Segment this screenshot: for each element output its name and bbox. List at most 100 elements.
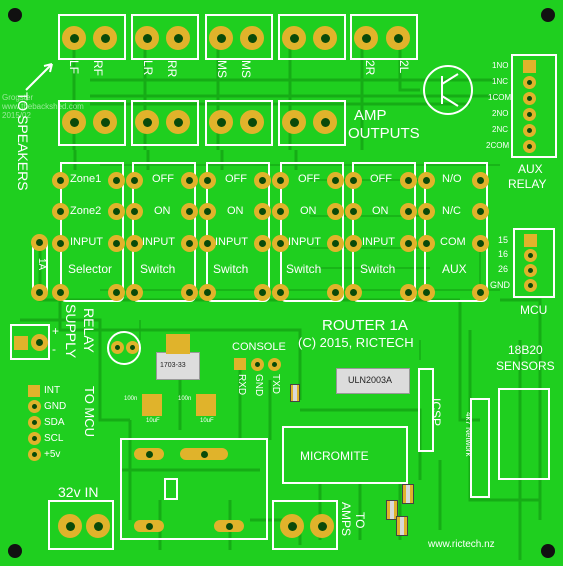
mcu-header-outline — [513, 228, 555, 298]
arrow-icon — [25, 63, 53, 91]
pad — [126, 284, 143, 301]
amp-outputs-label: OUTPUTS — [348, 125, 420, 142]
pad — [254, 172, 271, 189]
pad — [472, 235, 489, 252]
terminal-pad — [62, 26, 86, 50]
switch-label: Switch — [360, 262, 396, 276]
pin-pad — [234, 358, 246, 370]
resistor — [386, 500, 398, 520]
micromite-label: MICROMITE — [300, 449, 369, 463]
power-in-terminal — [48, 500, 114, 550]
pin-pad — [28, 448, 41, 461]
icsp-label: ICSP — [429, 398, 443, 427]
pad — [108, 235, 125, 252]
pad — [418, 172, 435, 189]
transistor-outline — [423, 65, 473, 115]
terminal-pad — [86, 514, 110, 538]
terminal-pad — [310, 514, 334, 538]
pad — [126, 341, 139, 354]
led-outline — [107, 331, 141, 365]
pad — [254, 284, 271, 301]
input-32v-label: 32v IN — [58, 484, 99, 500]
polarity-plus: + — [52, 324, 60, 338]
pin-pad — [523, 108, 536, 121]
pad — [272, 203, 289, 220]
capacitor — [196, 394, 216, 416]
aux-pin-label: 1NC — [492, 77, 509, 86]
terminal-pad — [282, 26, 306, 50]
supply-pad — [14, 336, 28, 350]
speaker-terminal-top — [131, 14, 199, 60]
fuse-label: 1A — [36, 258, 47, 271]
pin-pad — [524, 234, 537, 247]
aux-relay-title: RELAY — [508, 177, 547, 191]
amp-terminal — [205, 100, 273, 146]
aux-pin-label: 1COM — [488, 93, 512, 102]
aux-pin-label: 1NO — [492, 61, 509, 70]
pad — [400, 235, 417, 252]
icsp-outline — [418, 368, 434, 452]
pad — [181, 235, 198, 252]
relay-supply-label: SUPPLY — [63, 304, 79, 359]
pad — [254, 235, 271, 252]
switch-label: AUX — [442, 262, 467, 276]
switch-label: N/O — [442, 173, 462, 185]
terminal-pad — [313, 110, 337, 134]
pad — [400, 284, 417, 301]
website-label: www.rictech.nz — [428, 539, 495, 550]
switch-label: Selector — [68, 262, 113, 276]
mounting-hole — [541, 8, 555, 22]
cap-label: 100n — [124, 396, 138, 402]
regulator-tab — [166, 334, 190, 354]
mounting-hole — [541, 544, 555, 558]
aux-relay-outline — [511, 54, 557, 158]
pad — [472, 284, 489, 301]
mcu-pin-label: 15 — [498, 235, 509, 245]
switch-label: Switch — [213, 262, 249, 276]
label-2l: 2L — [397, 60, 411, 74]
terminal-pad — [93, 26, 117, 50]
switch-label: ON — [372, 205, 389, 217]
pad — [199, 203, 216, 220]
cap-label: 10uF — [146, 418, 160, 424]
mounting-hole — [8, 8, 22, 22]
capacitor — [142, 394, 162, 416]
switch-module — [280, 162, 344, 302]
relay-coil — [164, 478, 178, 500]
uln2003a-chip — [336, 368, 410, 394]
watermark-line: Grogster — [2, 93, 34, 102]
label-lf: LF — [67, 60, 81, 75]
pad — [181, 203, 198, 220]
pad — [108, 284, 125, 301]
sensor-header-outline — [498, 388, 550, 480]
pin-pad — [524, 279, 537, 292]
console-title: CONSOLE — [232, 341, 286, 353]
speaker-terminal-top — [278, 14, 346, 60]
switch-label: Switch — [140, 262, 176, 276]
terminal-pad — [166, 110, 190, 134]
pad — [180, 448, 228, 460]
watermark-line: 2015/02 — [2, 111, 31, 120]
mcu-pin-label: INT — [44, 385, 61, 396]
sensors-title: SENSORS — [496, 359, 555, 373]
pin-pad — [523, 60, 536, 73]
switch-module — [132, 162, 196, 302]
aux-pin-label: 2NC — [492, 125, 509, 134]
console-pin-label: TXD — [270, 374, 281, 394]
switch-label: ON — [154, 205, 171, 217]
micromite-chip — [282, 426, 408, 484]
relay-supply-label: RELAY — [81, 308, 97, 353]
pin-pad — [251, 358, 264, 371]
aux-pin-label: 2COM — [486, 141, 510, 150]
mcu-title: MCU — [520, 303, 548, 317]
switch-label: INPUT — [215, 236, 248, 248]
terminal-pad — [386, 26, 410, 50]
pad — [400, 172, 417, 189]
pad — [108, 172, 125, 189]
pad — [134, 520, 164, 532]
pin-pad — [28, 416, 41, 429]
pin-pad — [28, 400, 41, 413]
router-title: ROUTER 1A — [322, 317, 408, 334]
pad — [181, 284, 198, 301]
